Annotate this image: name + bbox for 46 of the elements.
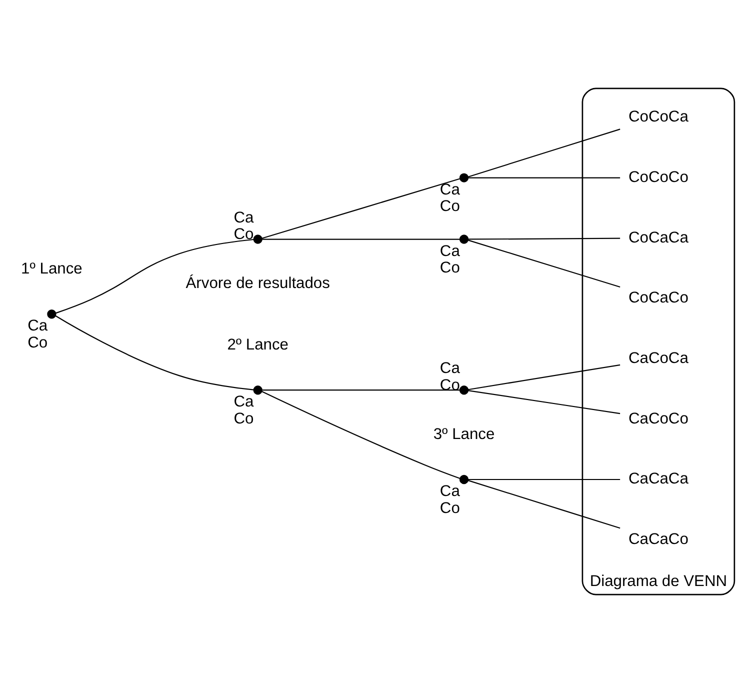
connector (468, 240, 620, 288)
node-label: Ca (234, 209, 254, 226)
node-label: Co (234, 226, 254, 244)
node-text: CaCaCa (628, 470, 688, 488)
connector (468, 364, 620, 390)
label: Árvore de resultados (186, 275, 330, 292)
connector (55, 315, 254, 390)
node-label: Ca (440, 242, 460, 260)
node-label: Ca (440, 483, 460, 500)
connector (262, 390, 460, 391)
node-label: Ca (28, 318, 48, 335)
node-circle (459, 386, 469, 395)
node-circle (253, 386, 262, 395)
node-circle (459, 234, 469, 244)
connector (468, 390, 620, 414)
node-text: CoCoCo (628, 168, 688, 186)
node-circle (47, 310, 56, 319)
label: 3º Lance (433, 426, 495, 443)
connector (55, 238, 254, 314)
node-label: Ca (234, 394, 254, 411)
connector (262, 178, 460, 239)
node-label: Co (440, 198, 460, 216)
node-label: Co (440, 260, 460, 277)
node-label: Co (234, 410, 254, 428)
connector (262, 238, 460, 240)
connector (261, 390, 460, 480)
node-text: CaCoCa (628, 350, 688, 367)
connector (468, 480, 620, 529)
node-label: Ca (440, 360, 460, 378)
label: 2º Lance (227, 336, 289, 354)
node-text: CaCoCo (628, 410, 688, 428)
label: 1º Lance (21, 260, 82, 278)
node-circle (459, 474, 469, 484)
node-text: CoCaCa (628, 229, 688, 246)
node-text: CaCaCo (628, 530, 688, 548)
node-circle (459, 173, 469, 182)
node-label: Co (440, 500, 460, 517)
node-label: Ca (440, 181, 460, 198)
connector (468, 177, 620, 178)
node-label: Co (28, 334, 48, 352)
connector (468, 238, 620, 240)
node-text: CoCoCa (628, 108, 688, 126)
node-text: CoCaCo (628, 290, 688, 307)
connector (468, 478, 620, 480)
node-circle (253, 234, 262, 244)
connector (468, 128, 620, 178)
